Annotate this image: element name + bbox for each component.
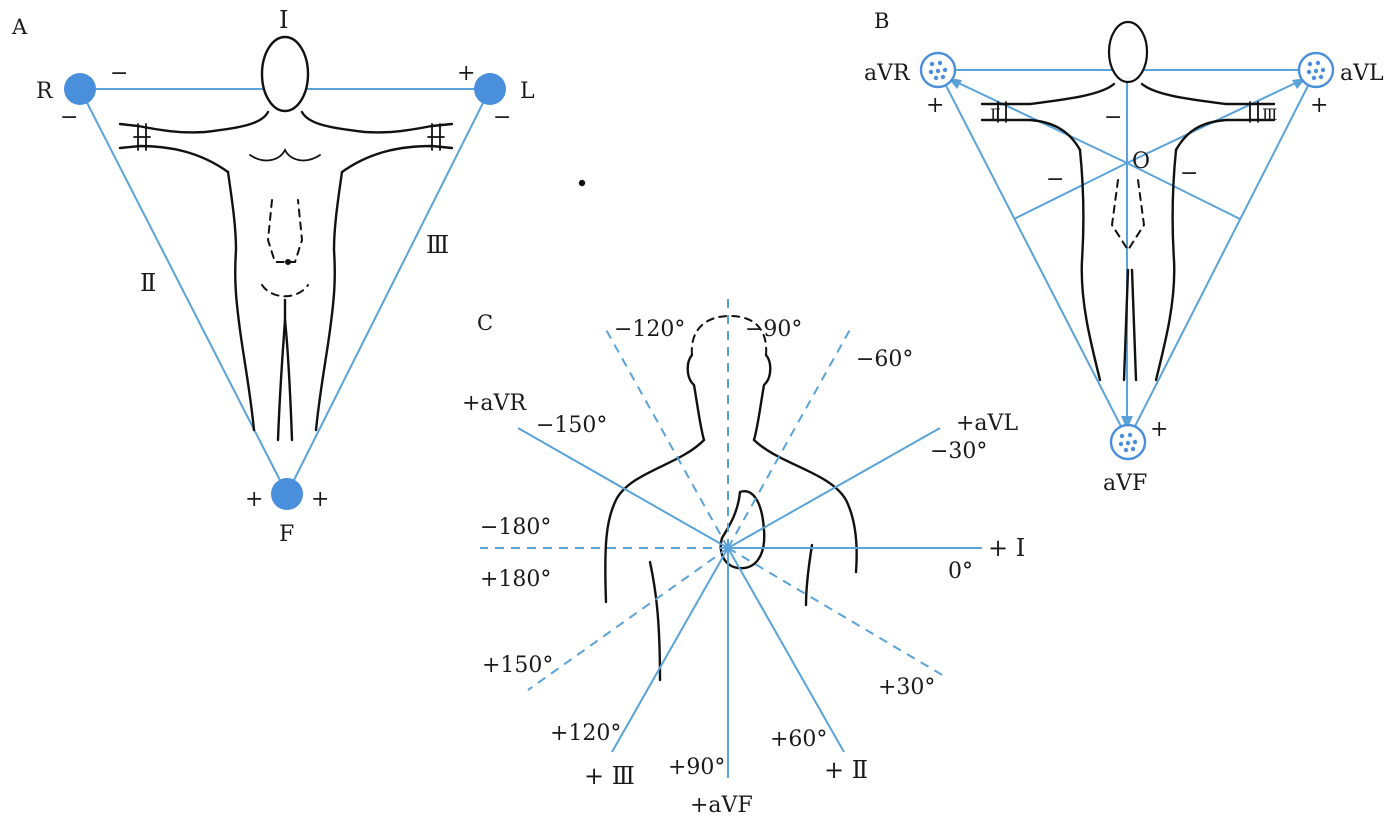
electrode-avf [1109, 423, 1147, 461]
lead-avf-pos: +aVF [690, 793, 753, 818]
avr-label: aVR [864, 61, 911, 86]
lead-1-pos: + I [988, 534, 1025, 562]
sign-r-bottom: − [60, 105, 78, 130]
avf-label: aVF [1103, 471, 1147, 496]
arm-mark-right-b: Ⅱ [990, 105, 1001, 124]
sign-f-left: + [245, 487, 263, 512]
sign-minus-left: − [1046, 167, 1064, 192]
sign-minus-center: − [1104, 105, 1122, 130]
head-a [260, 35, 310, 113]
angle-zero: 0° [948, 559, 973, 584]
arm-mark-left-b: Ⅲ [1262, 105, 1277, 124]
axis-lead-3 [611, 547, 729, 753]
angle-minus-180: −180° [480, 515, 551, 540]
sign-r-top: − [110, 61, 128, 86]
sign-l-top: + [457, 61, 475, 86]
angle-minus-90: −90° [745, 317, 802, 342]
electrode-f-label: F [279, 522, 294, 547]
axis-avr [517, 427, 729, 549]
angle-minus-120: −120° [614, 317, 685, 342]
stray-dot [578, 179, 586, 187]
lead-3-pos: + Ⅲ [584, 762, 635, 790]
lead-2-line [79, 88, 288, 495]
angle-plus-120: +120° [550, 721, 621, 746]
torso-figure-c [604, 314, 858, 682]
angle-plus-60: +60° [770, 727, 827, 752]
lead-3-label: Ⅲ [426, 231, 449, 259]
body-figure-a [118, 35, 454, 442]
electrode-r-label: R [36, 79, 54, 104]
electrode-r [64, 73, 96, 105]
angle-plus-30: +30° [878, 675, 935, 700]
angle-plus-180: +180° [480, 567, 551, 592]
sign-avl-plus: + [1310, 93, 1328, 118]
sign-f-right: + [311, 487, 329, 512]
axis-avl [727, 427, 941, 549]
electrode-avr [919, 51, 957, 89]
body-figure-b [980, 20, 1276, 382]
sign-avf-plus: + [1150, 417, 1168, 442]
sign-l-bottom: − [493, 105, 511, 130]
center-o-label: O [1132, 149, 1150, 174]
panel-b: B [864, 9, 1384, 496]
panel-c-label: C [477, 311, 493, 335]
panel-b-label: B [874, 9, 889, 33]
avl-label: aVL [1340, 61, 1384, 86]
sign-minus-right: − [1180, 161, 1198, 186]
angle-plus-150: +150° [482, 653, 553, 678]
angle-plus-90: +90° [668, 755, 725, 780]
lead-avl-pos: +aVL [956, 411, 1018, 436]
head-b [1107, 20, 1149, 84]
angle-minus-60: −60° [856, 347, 913, 372]
angle-minus-150: −150° [536, 413, 607, 438]
angle-minus-30: −30° [930, 439, 987, 464]
lead-1-label: I [279, 6, 288, 34]
panel-a-label: A [11, 15, 28, 39]
sign-avr-plus: + [926, 93, 944, 118]
electrode-f [271, 478, 303, 510]
electrode-l [474, 73, 506, 105]
electrode-avl [1297, 51, 1335, 89]
lead-avr-pos: +aVR [462, 391, 527, 416]
lead-2-pos: + Ⅱ [824, 756, 868, 784]
panel-c: C −120° −90° −60° −150° −30° [462, 298, 1025, 818]
lead-2-label: Ⅱ [140, 269, 156, 297]
axis-lead-2 [727, 547, 845, 753]
panel-a: A R L F I Ⅱ [11, 6, 535, 547]
electrode-l-label: L [520, 79, 535, 104]
lead-3-line [286, 88, 491, 495]
